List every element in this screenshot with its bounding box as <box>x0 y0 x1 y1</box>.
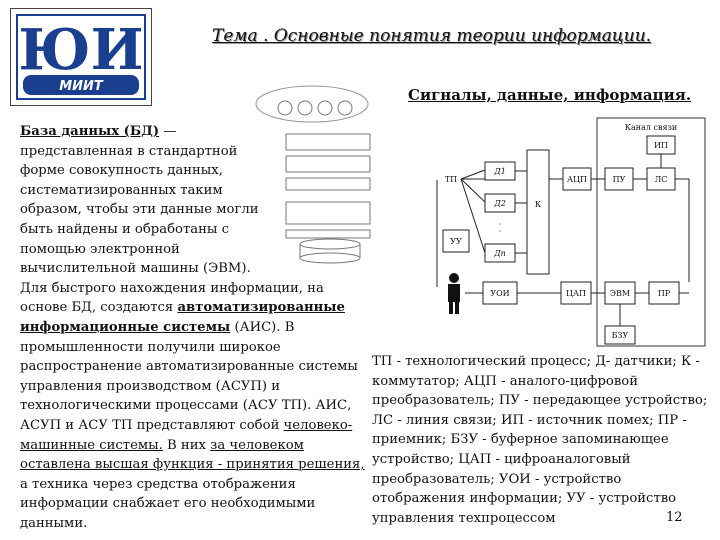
page-number: 12 <box>666 510 683 525</box>
signal-block-diagram: Канал связи ТП Д1 Д2 · · Дn К АЦП ПУ ЛС … <box>436 117 706 347</box>
pu-label: ПУ <box>613 175 626 184</box>
bzu-label: БЗУ <box>612 331 629 340</box>
miit-logo: ЮИ МИИТ <box>10 8 152 106</box>
def-line: форме совокупность данных, <box>20 163 223 179</box>
d1-label: Д1 <box>493 167 506 176</box>
ip-label: ИП <box>654 141 668 150</box>
uu-box <box>442 229 470 253</box>
svg-text:·: · <box>499 227 502 236</box>
evm-label: ЭВМ <box>610 289 630 298</box>
ais-paragraph: Для быстрого нахождения информации, на о… <box>20 279 365 534</box>
def-line: представленная в стандартной <box>20 143 238 159</box>
dn-label: Дn <box>493 249 506 258</box>
logo-letters: ЮИ <box>19 17 144 83</box>
tp-label: ТП <box>445 175 457 184</box>
def-line: вычислительной машины (ЭВМ). <box>20 261 251 277</box>
d2-label: Д2 <box>493 199 506 208</box>
def-line: образом, чтобы эти данные могли <box>20 202 259 218</box>
comm-channel-label: Канал связи <box>625 123 677 132</box>
term-dash: — <box>159 124 177 139</box>
def-line: систематизированных таким <box>20 182 223 198</box>
svg-text:·: · <box>499 220 502 229</box>
diagram-legend: ТП - технологический процесс; Д- датчики… <box>372 354 708 526</box>
ais-term: автоматизированные информационные систем… <box>20 300 345 335</box>
commutator-box <box>526 149 550 275</box>
slide-subtitle: Сигналы, данные, информация. <box>408 86 692 104</box>
database-model-figure <box>255 85 371 264</box>
logo-wordmark: МИИТ <box>59 79 104 94</box>
database-definition: База данных (БД) — представленная в стан… <box>20 122 365 533</box>
ais-intro: Для быстрого нахождения информации, на о… <box>20 280 324 316</box>
k-label: К <box>535 200 542 209</box>
ais-end: а техника через средства отображения инф… <box>20 476 316 531</box>
def-line: быть найдены и обработаны с <box>20 221 230 237</box>
human-decision-text: за человеком оставлена высшая функция - … <box>20 437 365 473</box>
adc-label: АЦП <box>567 175 587 184</box>
dac-label: ЦАП <box>566 289 586 298</box>
operator-person-icon <box>448 273 460 314</box>
human-machine-term: человеко-машинные системы. <box>20 417 353 453</box>
uu-label: УУ <box>450 237 462 246</box>
ls-label: ЛС <box>655 175 668 184</box>
logo-graphic: ЮИ МИИТ <box>16 14 146 100</box>
pr-label: ПР <box>658 289 671 298</box>
term-database: База данных (БД) <box>20 124 160 139</box>
slide-title: Тема . Основные понятия теории информаци… <box>212 26 652 46</box>
ais-mid: В них <box>162 437 211 453</box>
ais-body: (АИС). В промышленности получили широкое… <box>20 319 358 433</box>
def-line: помощью электронной <box>20 241 180 257</box>
uoi-label: УОИ <box>490 289 509 298</box>
